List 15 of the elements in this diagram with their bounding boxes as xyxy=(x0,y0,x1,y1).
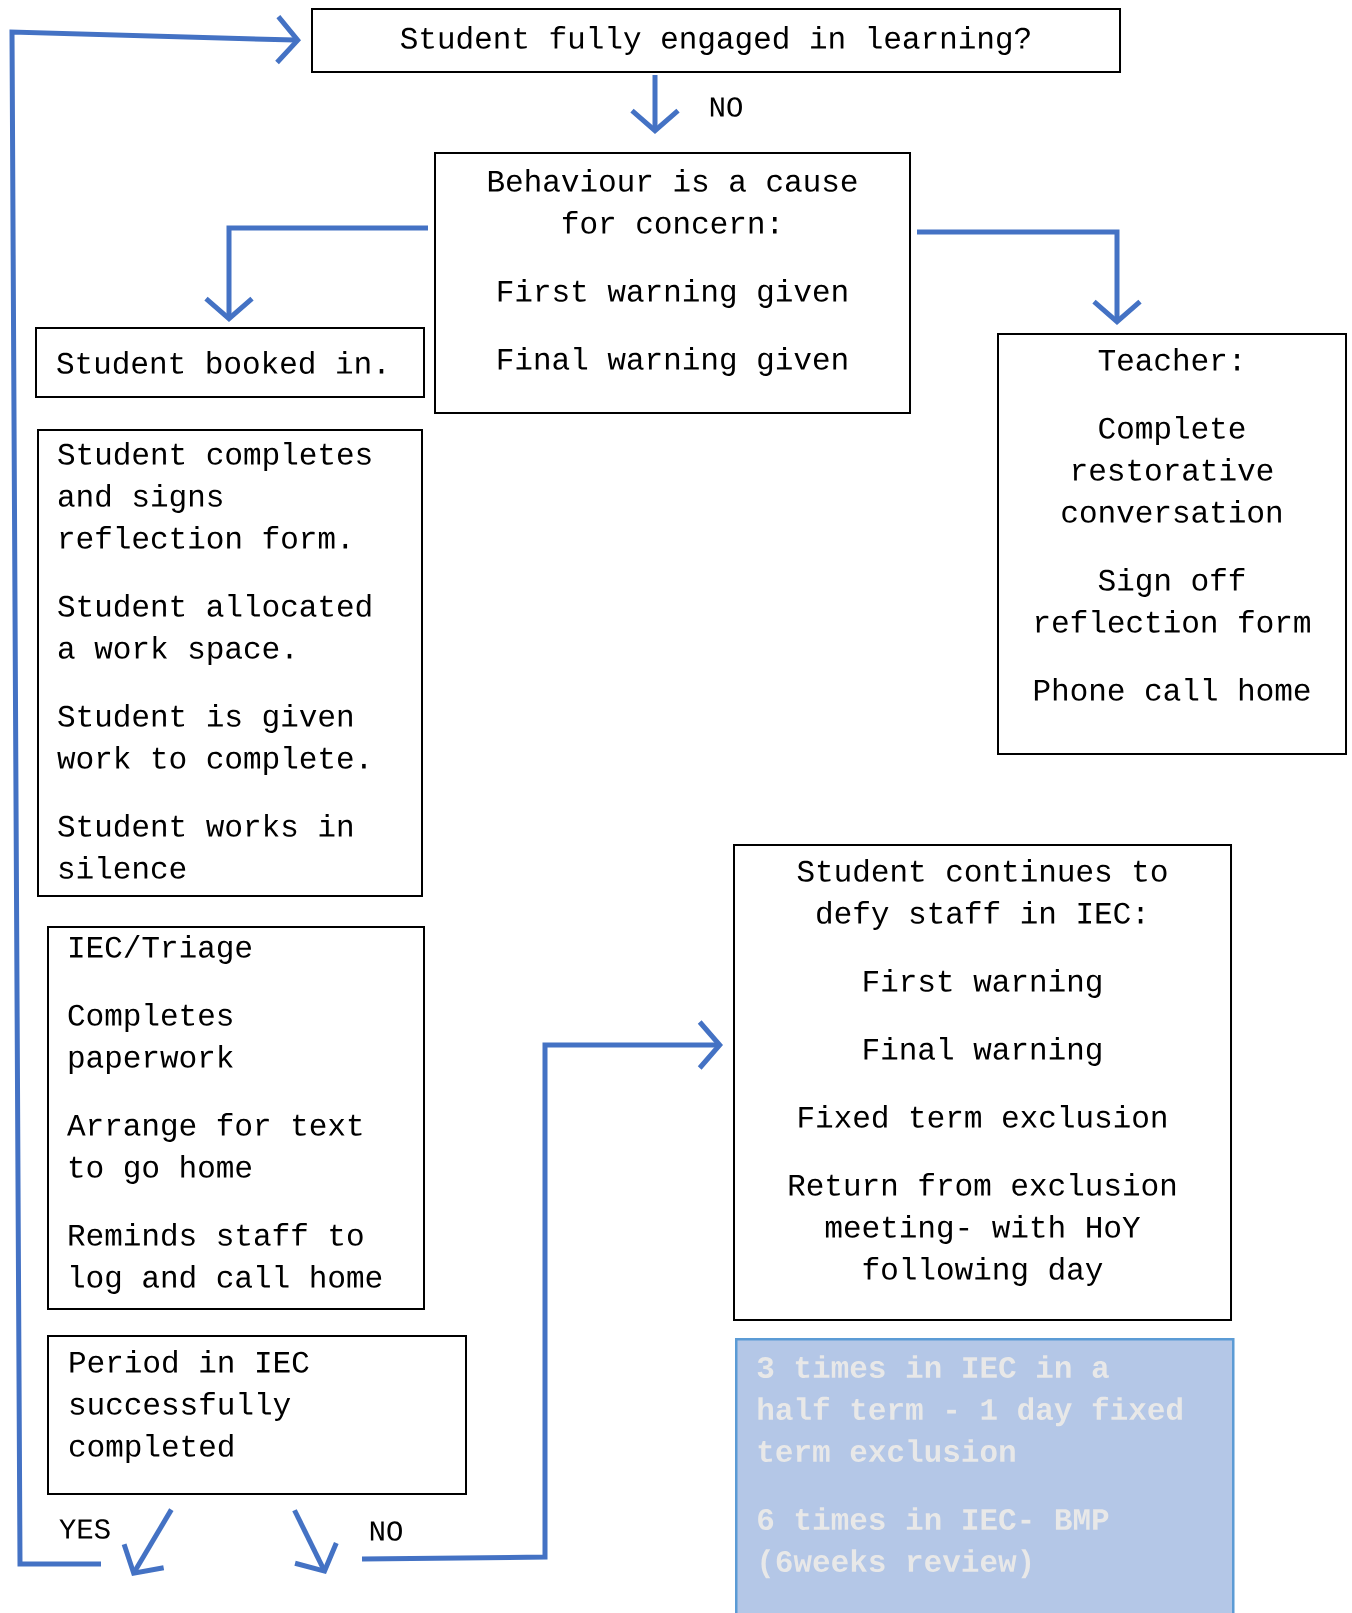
arrow xyxy=(204,225,428,322)
question-box: Student fully engaged in learning? xyxy=(311,8,1121,73)
arrow xyxy=(917,229,1142,325)
process-box: Student completes and signs reflection form. Student allocated a work space. Student is given work to complete. Student works in silence xyxy=(37,429,423,897)
process-box: Student continues to defy staff in IEC: First warning Final warning Fixed term exclusion Return from exclusion meeting- with HoY following day xyxy=(733,844,1232,1321)
edge-label: NO xyxy=(366,1519,406,1543)
edge-label: NO xyxy=(706,95,746,119)
process-box: Student booked in. xyxy=(35,327,425,398)
process-box: Period in IEC successfully completed xyxy=(47,1335,467,1495)
arrow xyxy=(361,1020,723,1562)
arrow xyxy=(9,15,301,1567)
process-box: Teacher: Complete restorative conversation Sign off reflection form Phone call home xyxy=(997,333,1347,755)
edge-label: YES xyxy=(56,1517,114,1541)
process-box: IEC/Triage Completes paperwork Arrange for text to go home Reminds staff to log and call home xyxy=(47,926,425,1310)
process-box: Behaviour is a cause for concern: First warning given Final warning given xyxy=(434,152,911,414)
